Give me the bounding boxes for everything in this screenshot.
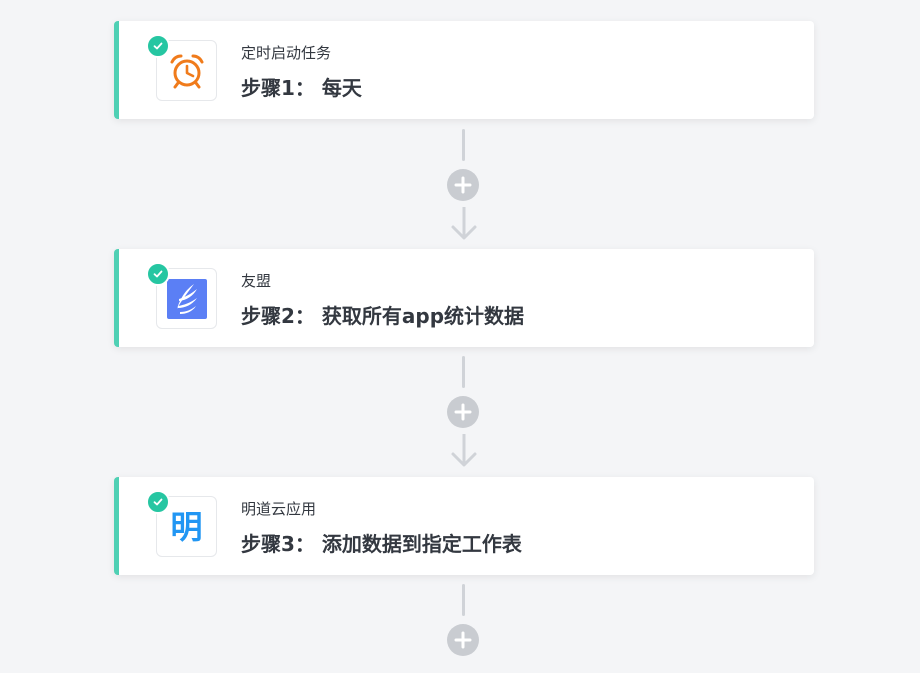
plus-icon: [454, 403, 472, 421]
add-step-button[interactable]: [447, 169, 479, 201]
step-title: 步骤3： 添加数据到指定工作表: [241, 532, 522, 556]
connector-line: [462, 129, 465, 161]
completed-check-icon: [146, 490, 170, 514]
add-step-button[interactable]: [447, 624, 479, 656]
plus-icon: [454, 176, 472, 194]
step-card-2[interactable]: 友盟 步骤2： 获取所有app统计数据: [114, 249, 814, 347]
arrow-down-icon: [451, 207, 477, 240]
step-card-3[interactable]: 明 明道云应用 步骤3： 添加数据到指定工作表: [114, 477, 814, 575]
app-name: 明道云应用: [241, 500, 317, 518]
step-title: 步骤1： 每天: [241, 76, 362, 100]
arrow-down-icon: [451, 434, 477, 467]
mingdao-logo-icon: 明: [170, 507, 203, 546]
umeng-logo-icon: [166, 278, 207, 319]
step-card-1[interactable]: 定时启动任务 步骤1： 每天: [114, 21, 814, 119]
completed-check-icon: [146, 262, 170, 286]
connector-line: [462, 356, 465, 388]
app-name: 定时启动任务: [241, 44, 332, 62]
alarm-clock-icon: [170, 54, 203, 88]
connector-line: [462, 584, 465, 616]
add-step-button[interactable]: [447, 396, 479, 428]
app-name: 友盟: [241, 272, 272, 290]
plus-icon: [454, 631, 472, 649]
completed-check-icon: [146, 34, 170, 58]
step-title: 步骤2： 获取所有app统计数据: [241, 304, 525, 328]
